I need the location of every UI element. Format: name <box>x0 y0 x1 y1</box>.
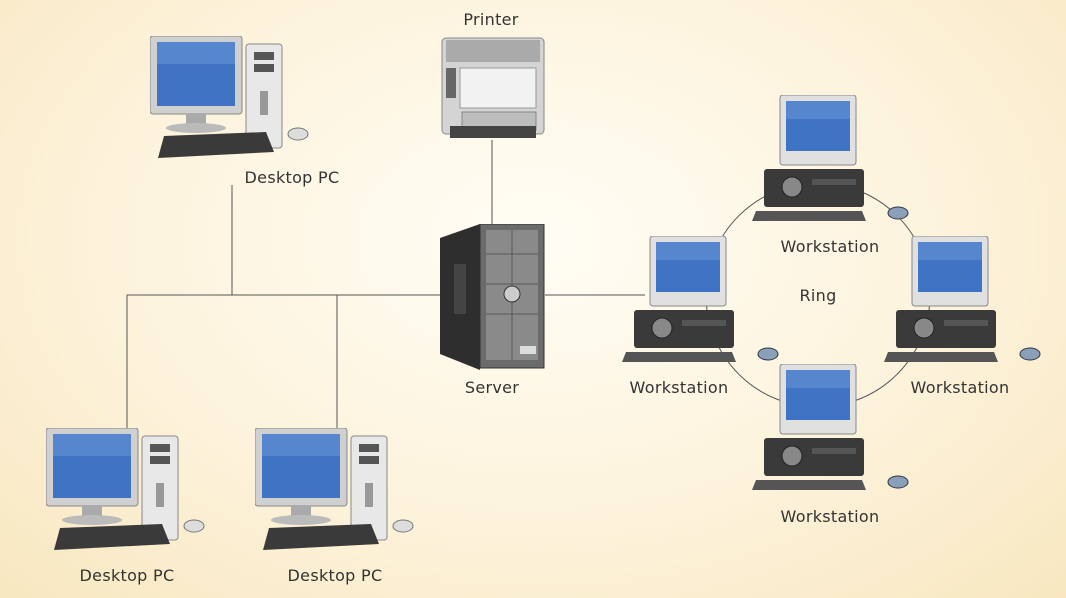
printer-icon[interactable] <box>440 34 546 140</box>
desktop-pc-icon[interactable] <box>150 36 315 161</box>
workstation-label: Workstation <box>910 378 1010 397</box>
desktop-pc-icon[interactable] <box>255 428 420 553</box>
server-label: Server <box>464 378 520 397</box>
server-tower-icon[interactable] <box>440 224 546 370</box>
workstation-label: Workstation <box>780 507 880 526</box>
workstation-label: Workstation <box>780 237 880 256</box>
ring-label: Ring <box>799 286 837 305</box>
desktop-pc-icon[interactable] <box>46 428 211 553</box>
workstation-label: Workstation <box>629 378 729 397</box>
desktop-pc-label: Desktop PC <box>79 566 175 585</box>
workstation-icon[interactable] <box>752 95 912 225</box>
workstation-icon[interactable] <box>884 236 1044 366</box>
desktop-pc-label: Desktop PC <box>244 168 340 187</box>
workstation-icon[interactable] <box>752 364 912 494</box>
printer-label: Printer <box>463 10 519 29</box>
desktop-pc-label: Desktop PC <box>287 566 383 585</box>
workstation-icon[interactable] <box>622 236 782 366</box>
